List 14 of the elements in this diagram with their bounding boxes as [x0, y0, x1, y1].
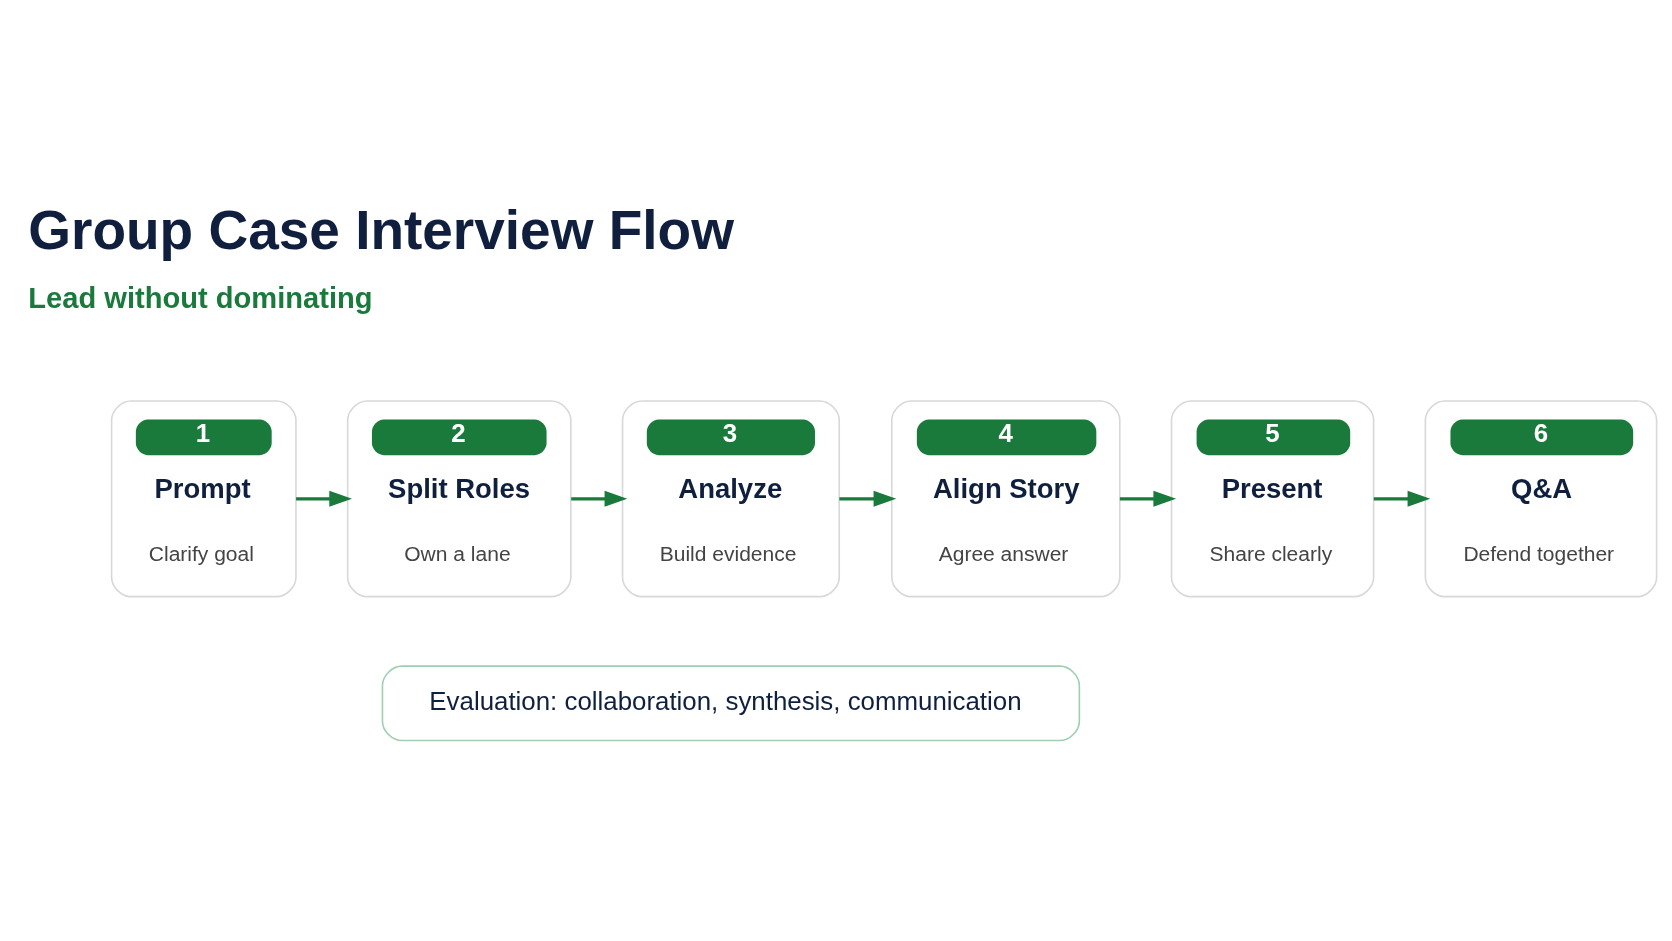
- node-box: 5 Present Share clearly: [1170, 400, 1375, 598]
- node-box: 3 Analyze Build evidence: [621, 400, 841, 598]
- node-box: 1 Prompt Clarify goal: [110, 400, 297, 598]
- arrow: [1373, 490, 1431, 507]
- arrow: [1119, 490, 1177, 507]
- node-box: Evaluation: collaboration, synthesis, communication: [381, 665, 1081, 742]
- arrow: [296, 490, 352, 507]
- arrow: [571, 490, 628, 507]
- node-box: 4 Align Story Agree answer: [891, 400, 1121, 598]
- node-box: 6 Q&A Defend together: [1424, 400, 1658, 598]
- node-box: 2 Split Roles Own a lane: [346, 400, 572, 598]
- label: Lead without dominating: [28, 281, 373, 314]
- diagram-title: Group Case Interview Flow: [28, 199, 734, 262]
- arrow: [839, 490, 897, 507]
